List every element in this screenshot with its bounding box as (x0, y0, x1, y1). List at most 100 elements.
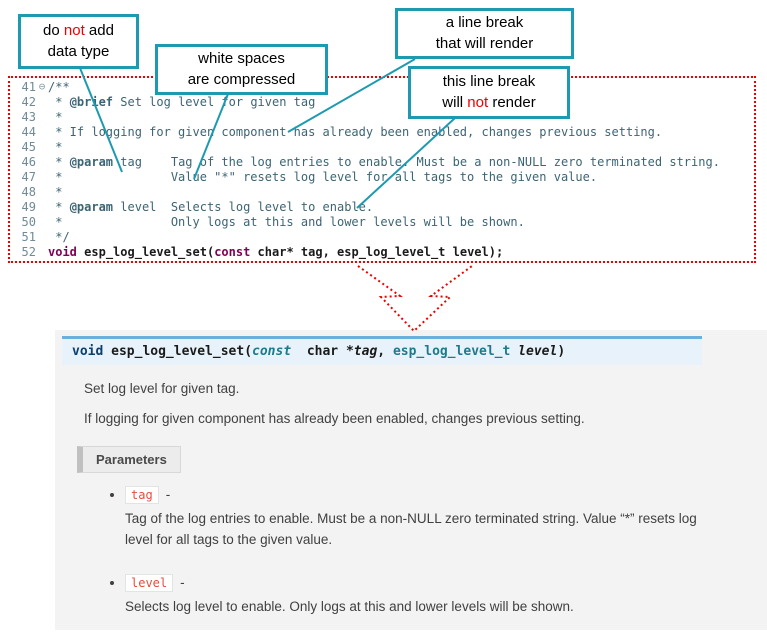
signature-token: ) (557, 344, 566, 359)
code-text: * @param tag Tag of the log entries to e… (48, 155, 720, 170)
signature-token: * (338, 344, 354, 359)
line-number: 51 (21, 230, 36, 244)
callout-text: add (84, 22, 114, 40)
callout-text: do (43, 22, 64, 40)
code-line: 43 * (14, 110, 754, 125)
brief-description: Set log level for given tag. (84, 381, 240, 396)
fold-gutter (36, 245, 48, 260)
code-token: esp_log_level_set (84, 245, 207, 259)
code-line: 44 * If logging for given component has … (14, 125, 754, 140)
callout-text-line: that will render (435, 34, 534, 52)
code-token: * Value "*" resets log level for all tag… (48, 170, 598, 184)
fold-gutter (36, 95, 48, 110)
code-token: tag Tag of the log entries to enable. Mu… (113, 155, 720, 169)
param-dash: - (180, 574, 185, 590)
code-line: 49 * @param level Selects log level to e… (14, 200, 754, 215)
code-token: ( (206, 245, 215, 259)
code-token: @brief (69, 95, 114, 109)
code-text: void esp_log_level_set(const char* tag, … (48, 245, 503, 260)
line-number: 46 (21, 155, 36, 169)
render-transform-arrow (357, 265, 473, 333)
signature-token: , (377, 344, 393, 359)
callout-line-break-renders: a line break that will render (395, 8, 574, 59)
code-text: * (48, 110, 62, 125)
line-number: 48 (21, 185, 36, 199)
parameters-header: Parameters (77, 446, 181, 473)
line-number: 50 (21, 215, 36, 229)
code-token: * (48, 200, 70, 214)
code-token: level Selects log level to enable. (113, 200, 374, 214)
callout-text-line: a line break (445, 14, 524, 32)
fold-gutter (36, 125, 48, 140)
code-line: 47 * Value "*" resets log level for all … (14, 170, 754, 185)
code-token: * (48, 110, 63, 124)
callout-do-not-add-data-type: do not add data type (18, 14, 139, 69)
signature-token (103, 344, 111, 359)
code-text: * @brief Set log level for given tag (48, 95, 315, 110)
fold-gutter (36, 230, 48, 245)
line-number: 47 (21, 170, 36, 184)
callout-text-line: are compressed (187, 70, 296, 88)
parameter-item-level: level- Selects log level to enable. Only… (125, 573, 722, 618)
param-dash: - (165, 487, 171, 502)
fold-gutter (36, 140, 48, 155)
signature-token (291, 344, 307, 359)
callout-line-break-not-render: this line break will not render (408, 66, 570, 119)
signature-token: ( (244, 344, 253, 359)
callout-text-red: not (63, 22, 85, 40)
code-token: char* tag, esp_log_level_t level); (250, 245, 504, 259)
parameter-head: tag- (125, 486, 722, 504)
callout-text: render (488, 93, 536, 111)
code-token: * Only logs at this and lower levels wil… (48, 215, 525, 229)
fold-gutter (36, 185, 48, 200)
parameter-description: Selects log level to enable. Only logs a… (125, 598, 574, 614)
code-token: const (214, 245, 251, 259)
callout-whitespace-compressed: white spaces are compressed (155, 44, 328, 95)
code-token: @param (69, 200, 114, 214)
code-token: void (48, 245, 77, 259)
signature-token: char (306, 344, 339, 359)
parameter-list: tag- Tag of the log entries to enable. M… (62, 486, 722, 618)
fold-collapse-icon[interactable]: ⊖ (38, 80, 46, 93)
parameters-label: Parameters (96, 452, 167, 467)
code-text: * @param level Selects log level to enab… (48, 200, 373, 215)
signature-token (510, 344, 518, 359)
code-text: */ (48, 230, 70, 245)
code-line: 51 */ (14, 230, 754, 245)
parameter-head: level- (125, 573, 722, 592)
code-text: * Only logs at this and lower levels wil… (48, 215, 525, 230)
code-line: 45 * (14, 140, 754, 155)
signature-token: level (518, 344, 558, 359)
fold-gutter (36, 170, 48, 185)
line-number: 44 (21, 125, 36, 139)
rendered-documentation: void esp_log_level_set(const char *tag, … (55, 330, 767, 630)
code-token: * (48, 155, 70, 169)
callout-text-line: white spaces (198, 50, 285, 68)
signature-token: esp_log_level_set (111, 344, 245, 359)
code-token: */ (48, 230, 70, 244)
code-line: 42 * @brief Set log level for given tag (14, 95, 754, 110)
callout-text-line: will not render (442, 93, 535, 113)
code-text: * Value "*" resets log level for all tag… (48, 170, 597, 185)
detailed-description: If logging for given component has alrea… (84, 411, 585, 426)
parameter-description: Tag of the log entries to enable. Must b… (125, 511, 697, 547)
callout-text-line: this line break (442, 73, 536, 91)
line-number: 49 (21, 200, 36, 214)
callout-text: will (442, 93, 468, 111)
callout-text-red: not (467, 93, 489, 111)
code-token: * If logging for given component has alr… (48, 125, 663, 139)
parameter-item-tag: tag- Tag of the log entries to enable. M… (125, 486, 722, 551)
source-code-editor: 41⊖/**42 * @brief Set log level for give… (8, 76, 756, 263)
line-number: 42 (21, 95, 36, 109)
fold-gutter (36, 155, 48, 170)
code-lines: 41⊖/**42 * @brief Set log level for give… (14, 80, 754, 260)
code-text: * (48, 140, 62, 155)
code-line: 46 * @param tag Tag of the log entries t… (14, 155, 754, 170)
code-text: * (48, 185, 62, 200)
code-text: * If logging for given component has alr… (48, 125, 662, 140)
line-number: 45 (21, 140, 36, 154)
code-text: /** (48, 80, 70, 95)
code-line: 41⊖/** (14, 80, 754, 95)
param-name-chip: level (125, 573, 174, 592)
